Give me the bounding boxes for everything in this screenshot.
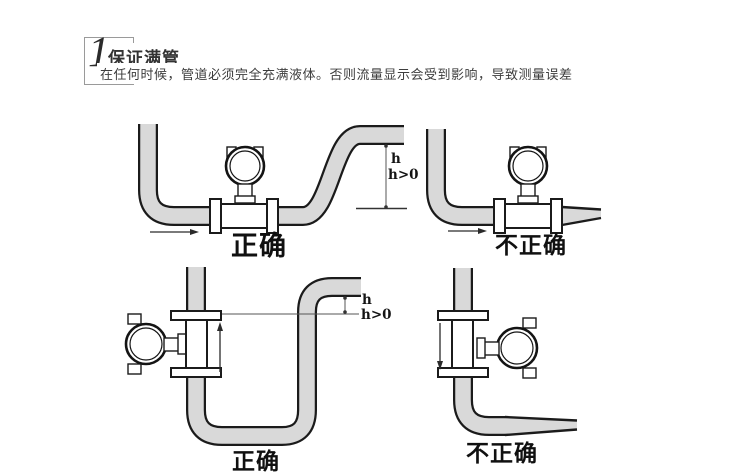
dimension-tick-bottom	[384, 205, 388, 209]
transmitter-tab-top	[127, 313, 142, 325]
transmitter-base	[476, 337, 486, 359]
transmitter-tab-top	[522, 317, 537, 329]
transmitter-base	[517, 195, 539, 204]
verdict-label-correct: 正确	[231, 230, 287, 261]
flange-top	[170, 310, 222, 321]
pipe-outlet-top-edge	[504, 415, 578, 422]
flange-left	[493, 198, 506, 234]
diagram-bottom-right-incorrect: 不正确	[437, 268, 578, 466]
flange-top	[437, 310, 489, 321]
flange-bottom	[170, 367, 222, 378]
dim-label-h: h	[362, 292, 372, 308]
flange-left	[209, 198, 222, 234]
flowmeter-horizontal	[493, 145, 563, 234]
flow-arrow-head	[217, 322, 223, 331]
dimension-tick-bottom	[343, 310, 347, 314]
transmitter-tab-bottom	[127, 363, 142, 375]
dim-label-h-condition: h>0	[361, 307, 392, 323]
diagram-bottom-left-correct: h h>0 正确	[124, 267, 392, 473]
pipe-u-loop-fill	[188, 279, 361, 444]
flowmeter-vertical	[124, 310, 222, 378]
verdict-label-incorrect: 不正确	[466, 440, 538, 466]
pipe-outlet-open-end	[562, 207, 601, 225]
meter-body	[451, 319, 474, 369]
transmitter-head-icon	[124, 322, 168, 366]
meter-body	[504, 203, 552, 229]
section-subtitle: 在任何时候，管道必须完全充满液体。否则流量显示会受到影响，导致测量误差	[97, 63, 576, 84]
flange-right	[550, 198, 563, 234]
pipe-u-loop	[186, 277, 361, 446]
pipe-inlet-fill	[428, 129, 495, 224]
dimension-tick-top	[384, 144, 388, 148]
flowmeter-vertical	[437, 310, 539, 379]
pipe-lower-fill	[455, 372, 506, 434]
diagram-top-left-correct: h h>0 正确	[138, 124, 419, 261]
transmitter-tab-bottom	[522, 367, 537, 379]
transmitter-head-icon	[507, 145, 549, 187]
meter-body	[220, 203, 268, 229]
flange-bottom	[437, 367, 489, 378]
transmitter-head-icon	[495, 326, 539, 370]
pipe-outlet-bottom-edge	[504, 428, 578, 437]
dim-label-h-condition: h>0	[388, 167, 419, 183]
flow-arrow-head	[190, 229, 199, 235]
verdict-label-incorrect: 不正确	[495, 232, 567, 258]
transmitter-head-ring	[500, 331, 534, 365]
transmitter-head-icon	[224, 145, 266, 187]
dim-label-h: h	[391, 151, 401, 167]
pipe-inlet-fill	[140, 124, 212, 224]
transmitter-base	[177, 333, 187, 355]
pipe-outlet-bottom-edge	[561, 216, 602, 227]
dimension-tick-top	[343, 296, 347, 300]
verdict-label-correct: 正确	[232, 448, 280, 473]
flange-right	[266, 198, 279, 234]
pipe-outlet-riser-fill	[276, 127, 404, 224]
diagram-top-right-incorrect: 不正确	[426, 129, 602, 258]
transmitter-base	[234, 195, 256, 204]
pipe-outlet-top-edge	[561, 205, 602, 211]
meter-body	[185, 319, 208, 369]
transmitter-head-ring	[512, 150, 544, 182]
transmitter-head-ring	[129, 327, 163, 361]
transmitter-head-ring	[229, 150, 261, 182]
flow-arrow-head	[437, 361, 443, 370]
flowmeter-horizontal	[209, 145, 279, 234]
flow-arrow-head	[478, 228, 487, 234]
